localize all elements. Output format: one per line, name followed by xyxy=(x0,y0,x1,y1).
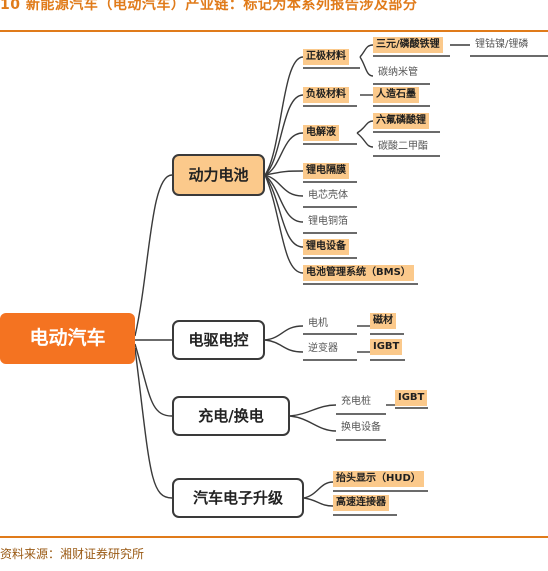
leaf-electrolyte: 电解液 xyxy=(303,125,339,141)
figure-title: 10 新能源汽车（电动汽车）产业链：标记为本系列报告涉及部分 xyxy=(0,0,418,13)
leaf-motor-igbt: IGBT xyxy=(370,339,403,355)
branch-power-battery: 动力电池 xyxy=(172,154,265,196)
branch-electronics: 汽车电子升级 xyxy=(172,478,304,518)
bottom-rule xyxy=(0,536,548,538)
leaf-hs-connector: 高速连接器 xyxy=(333,495,389,511)
leaf-equipment: 锂电设备 xyxy=(303,239,349,255)
leaf-anode: 负极材料 xyxy=(303,87,349,103)
leaf-swap-equipment: 换电设备 xyxy=(341,422,381,433)
leaf-electrolyte-lipf6: 六氟磷酸锂 xyxy=(373,113,429,129)
top-rule xyxy=(0,30,548,32)
leaf-charge-igbt: IGBT xyxy=(395,390,428,406)
leaf-separator: 锂电隔膜 xyxy=(303,163,349,179)
leaf-anode-graphite: 人造石墨 xyxy=(373,87,419,103)
leaf-cathode: 正极材料 xyxy=(303,49,349,65)
leaf-copper-foil: 锂电铜箔 xyxy=(308,216,348,227)
leaf-cathode-lico: 锂钴镍/锂磷 xyxy=(475,39,529,50)
leaf-magnet: 磁材 xyxy=(370,313,396,329)
leaf-bms: 电池管理系统（BMS） xyxy=(303,265,414,281)
leaf-hud: 抬头显示（HUD） xyxy=(333,471,424,487)
branch-charging: 充电/换电 xyxy=(172,396,290,436)
leaf-cathode-ternary: 三元/磷酸铁锂 xyxy=(373,37,443,53)
leaf-inverter: 逆变器 xyxy=(308,343,338,354)
root-node-ev: 电动汽车 xyxy=(0,313,135,364)
leaf-motor: 电机 xyxy=(308,318,328,329)
leaf-cell-case: 电芯壳体 xyxy=(308,190,348,201)
leaf-charge-pile: 充电桩 xyxy=(341,396,371,407)
leaf-electrolyte-dmc: 碳酸二甲酯 xyxy=(378,141,428,152)
source-note: 资料来源：湘财证券研究所 xyxy=(0,547,145,561)
branch-motor-control: 电驱电控 xyxy=(172,320,265,360)
leaf-cathode-cnt: 碳纳米管 xyxy=(378,67,418,78)
